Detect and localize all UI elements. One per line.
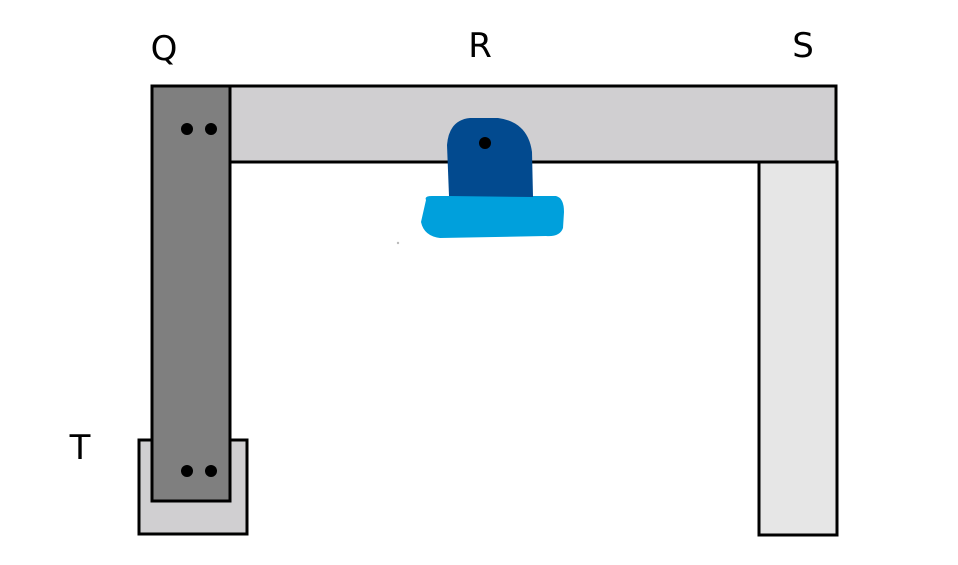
left-column-q	[150, 84, 232, 503]
hinge-base	[421, 196, 564, 238]
bolt-dot	[205, 465, 217, 477]
bolt-dot	[205, 123, 217, 135]
bolt-dot	[181, 123, 193, 135]
hinge-body	[447, 118, 533, 197]
label-r: R	[468, 26, 492, 66]
hinge-r	[421, 118, 564, 238]
hinge-pin	[479, 137, 491, 149]
label-q: Q	[151, 29, 178, 69]
bolt-pair-bottom	[181, 465, 217, 477]
right-column-s	[757, 160, 839, 537]
label-s: S	[792, 26, 814, 66]
label-t: T	[69, 428, 91, 468]
stray-dot	[396, 241, 400, 245]
bolt-pair-top	[181, 123, 217, 135]
bolt-dot	[181, 465, 193, 477]
